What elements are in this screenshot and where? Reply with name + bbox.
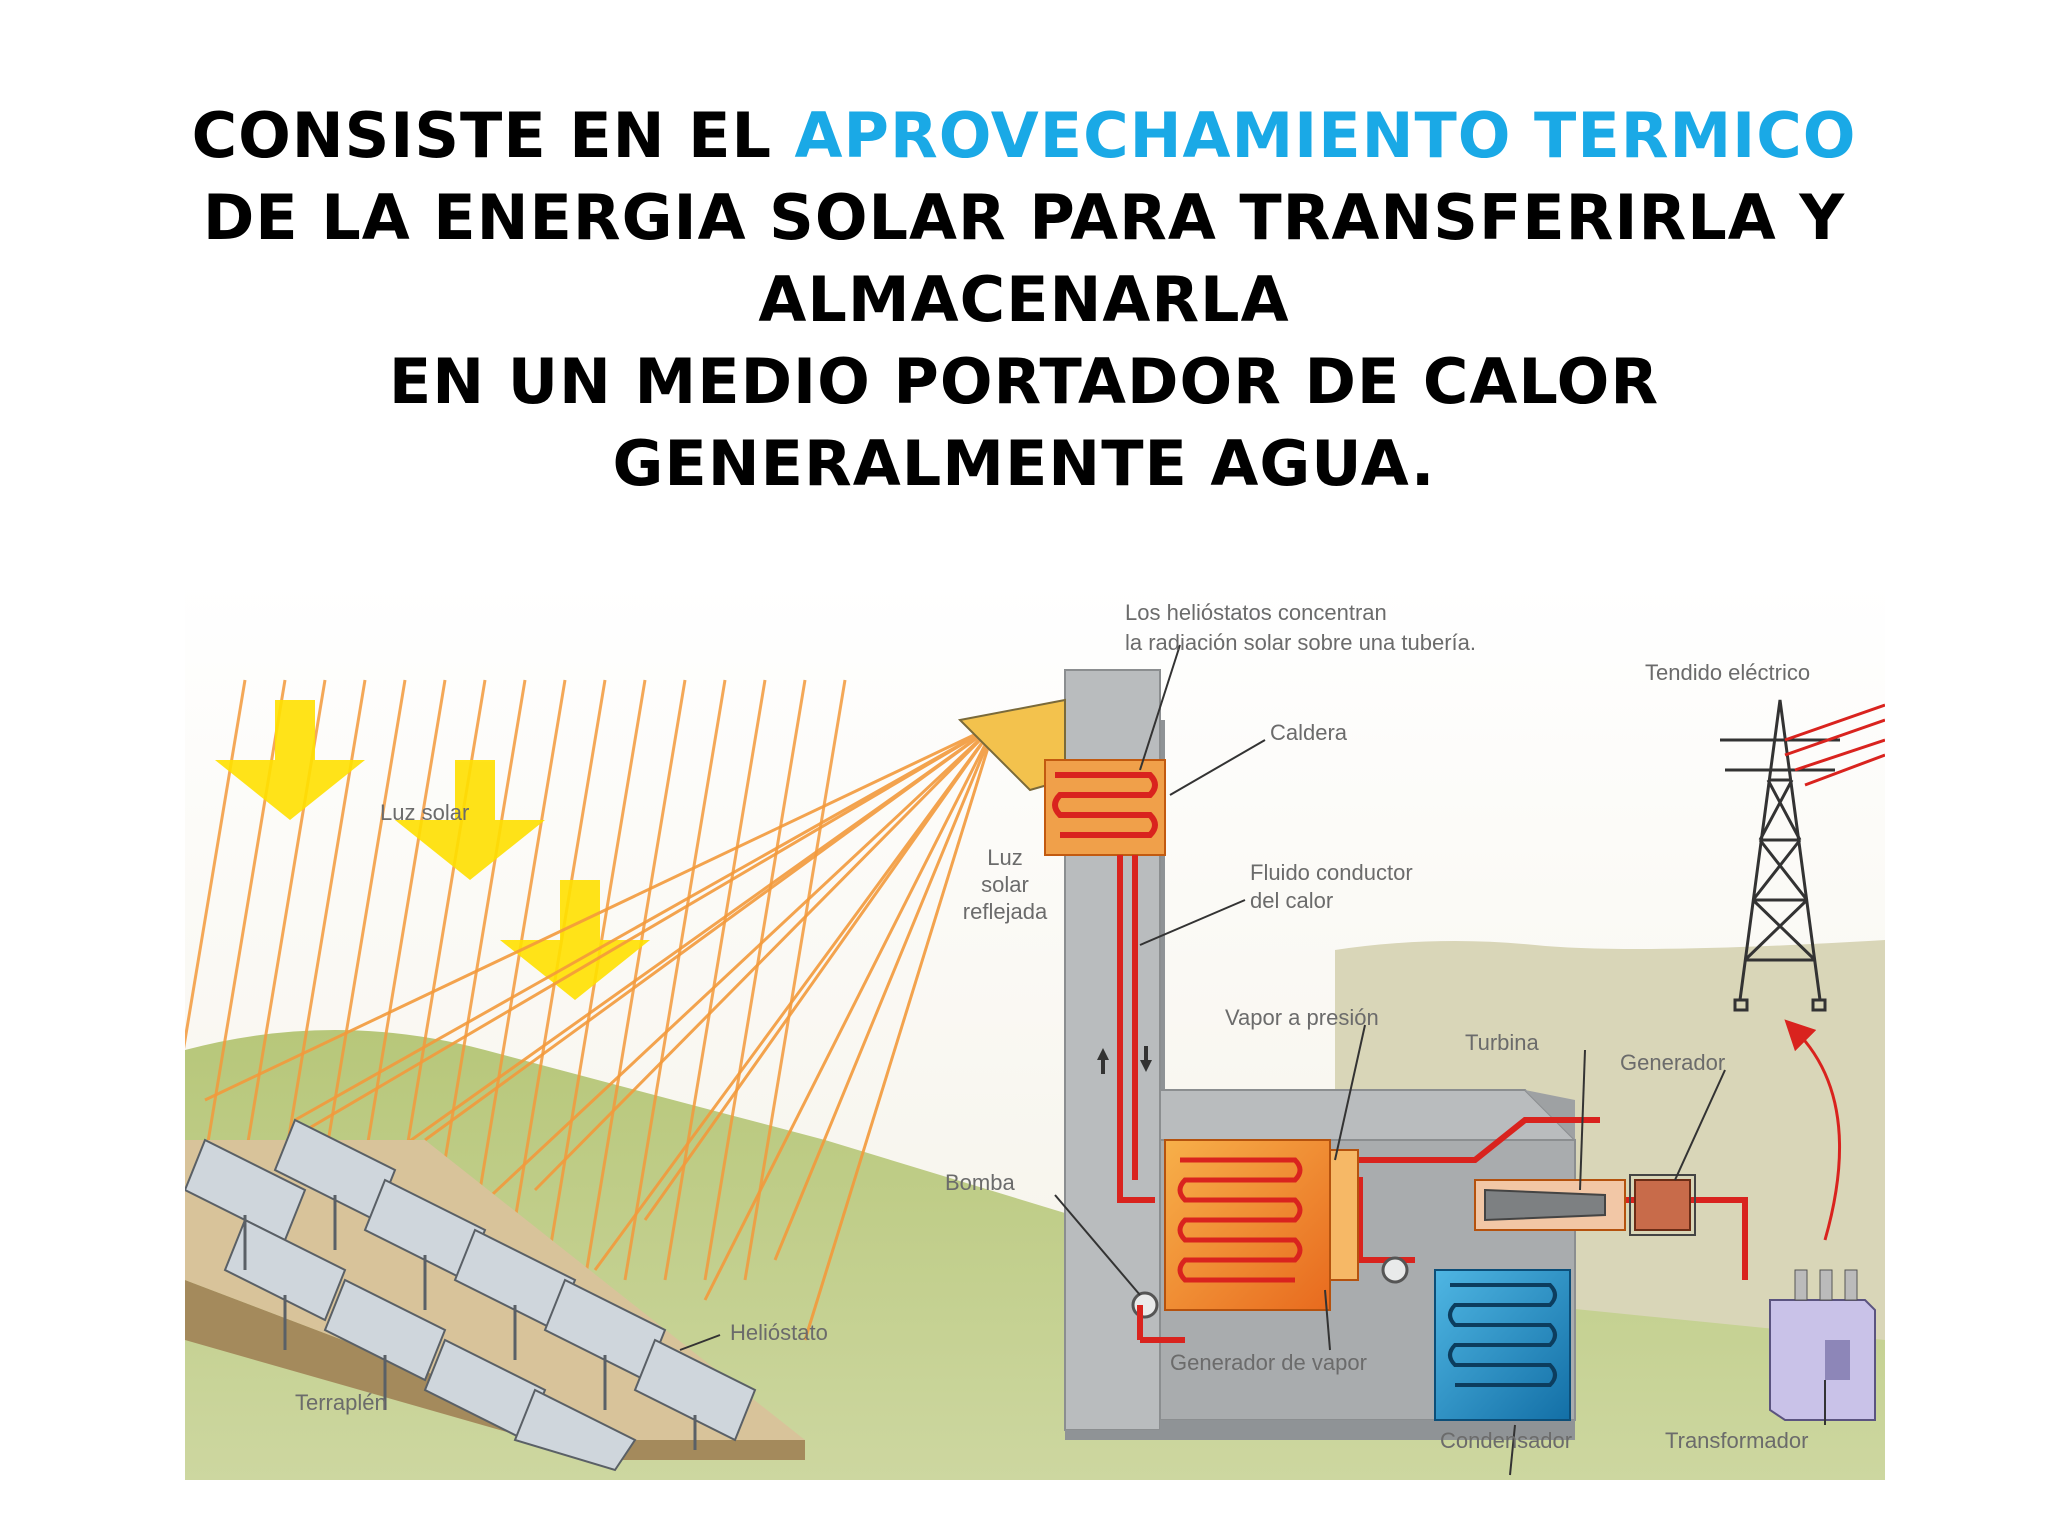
electric-generator (1629, 1174, 1696, 1236)
sunlight-arrows (215, 700, 650, 1000)
label-vapor: Vapor a presión (1225, 1005, 1379, 1030)
power-cables (1784, 703, 1885, 787)
label-transformador: Transformador (1665, 1428, 1808, 1453)
heliostat-field (185, 1118, 757, 1472)
power-line-tower (1720, 699, 1840, 1012)
label-heliostato: Helióstato (730, 1320, 828, 1345)
label-luz-reflejada-3: reflejada (963, 899, 1048, 924)
label-turbina: Turbina (1465, 1030, 1540, 1055)
transformer (1769, 1269, 1876, 1421)
label-tendido: Tendido eléctrico (1645, 660, 1810, 685)
title-line-3: ALMACENARLA (758, 263, 1290, 336)
title-line-5: GENERALMENTE AGUA. (612, 427, 1436, 500)
heliostat-note-line-2: la radiación solar sobre una tubería. (1125, 630, 1476, 655)
title-line-1: CONSISTE EN EL APROVECHAMIENTO TERMICO (0, 95, 2048, 177)
label-terraplen: Terraplén (295, 1390, 387, 1415)
boiler-caldera (1044, 759, 1166, 856)
label-condensador: Condensador (1440, 1428, 1572, 1453)
turbine (1474, 1179, 1626, 1231)
flow-arrows (1097, 1046, 1152, 1074)
label-bomba: Bomba (945, 1170, 1015, 1195)
label-luz-reflejada-2: solar (981, 872, 1029, 897)
label-luz-solar: Luz solar (380, 800, 469, 825)
condenser (1434, 1269, 1571, 1421)
slide-title: CONSISTE EN EL APROVECHAMIENTO TERMICO D… (0, 95, 2048, 505)
title-line-2: DE LA ENERGIA SOLAR PARA TRANSFERIRLA Y (202, 181, 1846, 254)
label-fluido-1: Fluido conductor (1250, 860, 1413, 885)
label-generador-vapor: Generador de vapor (1170, 1350, 1367, 1375)
label-fluido-2: del calor (1250, 888, 1333, 913)
reflected-rays (204, 723, 997, 1341)
title-line-1-prefix: CONSISTE EN EL (191, 99, 795, 172)
label-leader-lines (679, 644, 1826, 1476)
power-arrow (1784, 1019, 1842, 1241)
steam-generator (1164, 1139, 1359, 1311)
heliostat-note-line-1: Los helióstatos concentran (1125, 600, 1387, 625)
label-caldera: Caldera (1270, 720, 1348, 745)
title-accent-text: APROVECHAMIENTO TERMICO (794, 99, 1857, 172)
label-generador: Generador (1620, 1050, 1725, 1075)
label-luz-reflejada-1: Luz (987, 845, 1022, 870)
title-line-4: EN UN MEDIO PORTADOR DE CALOR (388, 345, 1660, 418)
solar-thermal-plant-diagram: Los helióstatos concentran la radiación … (185, 580, 1885, 1480)
